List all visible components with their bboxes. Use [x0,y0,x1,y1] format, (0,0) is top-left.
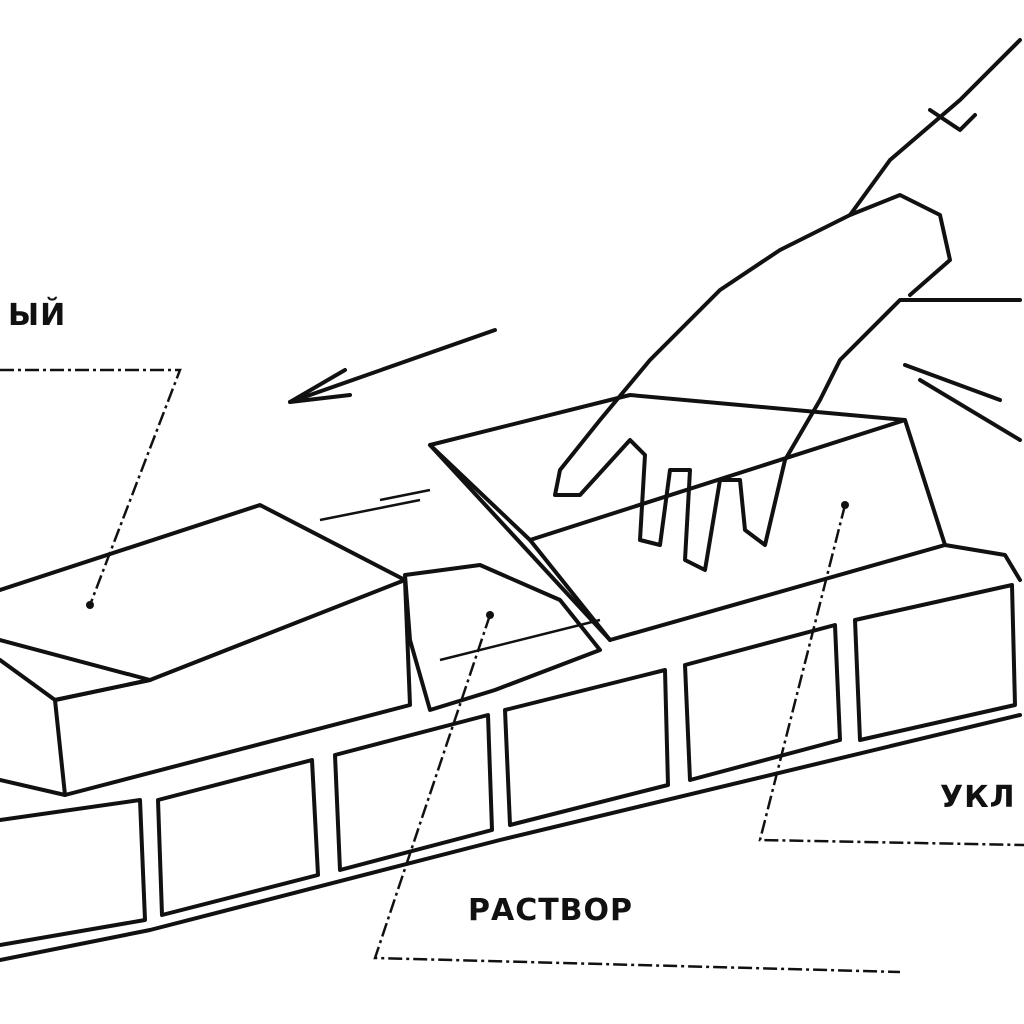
right-brick [428,393,1022,642]
hand [553,38,1022,572]
brick-label: ЫЙ [8,298,67,333]
leader-lines [0,368,1024,974]
left-brick [0,503,412,797]
bottom-brick-course [0,583,1022,962]
direction-arrow [288,328,497,404]
mortar-label: РАСТВОР [468,893,634,928]
mortar-bed [319,488,602,712]
slope-label: УКЛ [940,780,1016,815]
